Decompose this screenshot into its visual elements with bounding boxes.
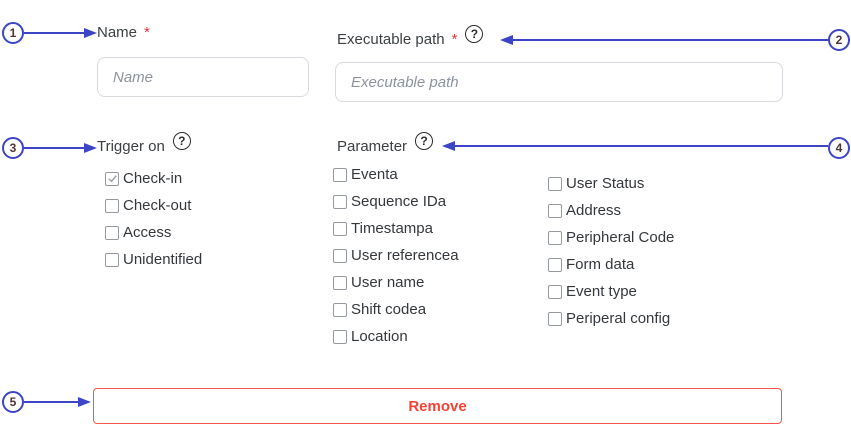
checkbox-unchecked-icon[interactable] (333, 329, 347, 344)
name-field-label: Name * (97, 24, 150, 41)
parameter-checkbox-column-1: Eventa Sequence IDa Timestampa User refe… (333, 161, 459, 350)
name-label-text: Name (97, 24, 138, 41)
checkbox-label: Eventa (351, 166, 398, 183)
checkbox-peripheral-code[interactable]: Peripheral Code (548, 224, 674, 251)
checkbox-timestamp[interactable]: Timestampa (333, 215, 459, 242)
checkbox-unchecked-icon[interactable] (548, 311, 562, 326)
checkbox-location[interactable]: Location (333, 323, 459, 350)
checkbox-form-data[interactable]: Form data (548, 251, 674, 278)
annotation-number: 5 (9, 395, 17, 409)
checkbox-label: Access (123, 224, 172, 241)
executable-path-label-text: Executable path (337, 30, 445, 48)
trigger-on-checkbox-group: Check-in Check-out Access Unidentified (105, 165, 202, 273)
annotation-line-1 (24, 32, 85, 34)
parameter-checkbox-column-2: User Status Address Peripheral Code Form… (548, 170, 674, 332)
checkbox-event-type[interactable]: Event type (548, 278, 674, 305)
checkbox-check-out[interactable]: Check-out (105, 192, 202, 219)
arrow-left-icon (500, 35, 513, 45)
executable-path-field-label: Executable path * ? (337, 25, 484, 48)
annotation-badge-1: 1 (2, 22, 24, 44)
checkbox-label: Event type (566, 283, 637, 300)
checkbox-access[interactable]: Access (105, 219, 202, 246)
required-asterisk: * (451, 30, 458, 48)
checkbox-unchecked-icon[interactable] (548, 176, 562, 191)
checkbox-label: Form data (566, 256, 635, 273)
trigger-on-group-label: Trigger on ? (97, 132, 191, 155)
checkbox-label: Peripheral Code (566, 229, 675, 246)
executable-path-input[interactable] (335, 62, 783, 102)
checkbox-label: Timestampa (351, 220, 433, 237)
arrow-right-icon (78, 397, 91, 407)
parameter-label-text: Parameter (337, 137, 408, 155)
checkbox-label: Address (566, 202, 622, 219)
checkbox-label: User referencea (351, 247, 459, 264)
annotation-badge-5: 5 (2, 391, 24, 413)
checkbox-label: Check-in (123, 170, 183, 187)
checkbox-label: Sequence IDa (351, 193, 447, 210)
annotation-number: 4 (835, 141, 843, 155)
parameter-group-label: Parameter ? (337, 132, 434, 155)
checkbox-label: Shift codea (351, 301, 427, 318)
annotation-number: 2 (835, 33, 843, 47)
checkbox-unidentified[interactable]: Unidentified (105, 246, 202, 273)
checkbox-check-in[interactable]: Check-in (105, 165, 202, 192)
checkbox-unchecked-icon[interactable] (333, 302, 347, 317)
checkbox-label: Unidentified (123, 251, 203, 268)
checkbox-unchecked-icon[interactable] (333, 275, 347, 290)
help-icon[interactable]: ? (172, 132, 191, 150)
checkbox-unchecked-icon[interactable] (548, 257, 562, 272)
checkbox-sequence-id[interactable]: Sequence IDa (333, 188, 459, 215)
checkbox-user-name[interactable]: User name (333, 269, 459, 296)
checkbox-unchecked-icon[interactable] (333, 221, 347, 236)
annotation-line-3 (24, 147, 85, 149)
checkbox-unchecked-icon[interactable] (333, 167, 347, 182)
checkbox-unchecked-icon[interactable] (548, 284, 562, 299)
help-icon[interactable]: ? (415, 132, 434, 150)
annotation-badge-4: 4 (828, 137, 850, 159)
annotation-line-2 (512, 39, 828, 41)
annotation-number: 1 (9, 26, 17, 40)
checkbox-eventa[interactable]: Eventa (333, 161, 459, 188)
arrow-right-icon (84, 28, 97, 38)
checkbox-unchecked-icon[interactable] (105, 198, 119, 213)
help-icon[interactable]: ? (465, 25, 484, 43)
remove-button[interactable]: Remove (93, 388, 782, 424)
checkbox-unchecked-icon[interactable] (105, 225, 119, 240)
checkbox-user-status[interactable]: User Status (548, 170, 674, 197)
checkbox-shift-code[interactable]: Shift codea (333, 296, 459, 323)
trigger-on-label-text: Trigger on (97, 137, 165, 155)
annotation-badge-2: 2 (828, 29, 850, 51)
annotation-line-4 (454, 145, 828, 147)
checkbox-label: User name (351, 274, 425, 291)
checkbox-label: User Status (566, 175, 645, 192)
name-input[interactable] (97, 57, 309, 97)
checkbox-unchecked-icon[interactable] (548, 230, 562, 245)
required-asterisk: * (144, 24, 150, 41)
checkbox-peripheral-config[interactable]: Periperal config (548, 305, 674, 332)
checkbox-label: Periperal config (566, 310, 671, 327)
annotation-number: 3 (9, 141, 17, 155)
checkbox-unchecked-icon[interactable] (333, 248, 347, 263)
checkbox-address[interactable]: Address (548, 197, 674, 224)
annotation-badge-3: 3 (2, 137, 24, 159)
checkbox-checked-icon[interactable] (105, 171, 119, 186)
arrow-right-icon (84, 143, 97, 153)
arrow-left-icon (442, 141, 455, 151)
checkbox-user-reference[interactable]: User referencea (333, 242, 459, 269)
checkbox-unchecked-icon[interactable] (105, 252, 119, 267)
checkbox-unchecked-icon[interactable] (333, 194, 347, 209)
annotation-line-5 (24, 401, 79, 403)
checkbox-unchecked-icon[interactable] (548, 203, 562, 218)
checkbox-label: Check-out (123, 197, 192, 214)
checkbox-label: Location (351, 328, 408, 345)
